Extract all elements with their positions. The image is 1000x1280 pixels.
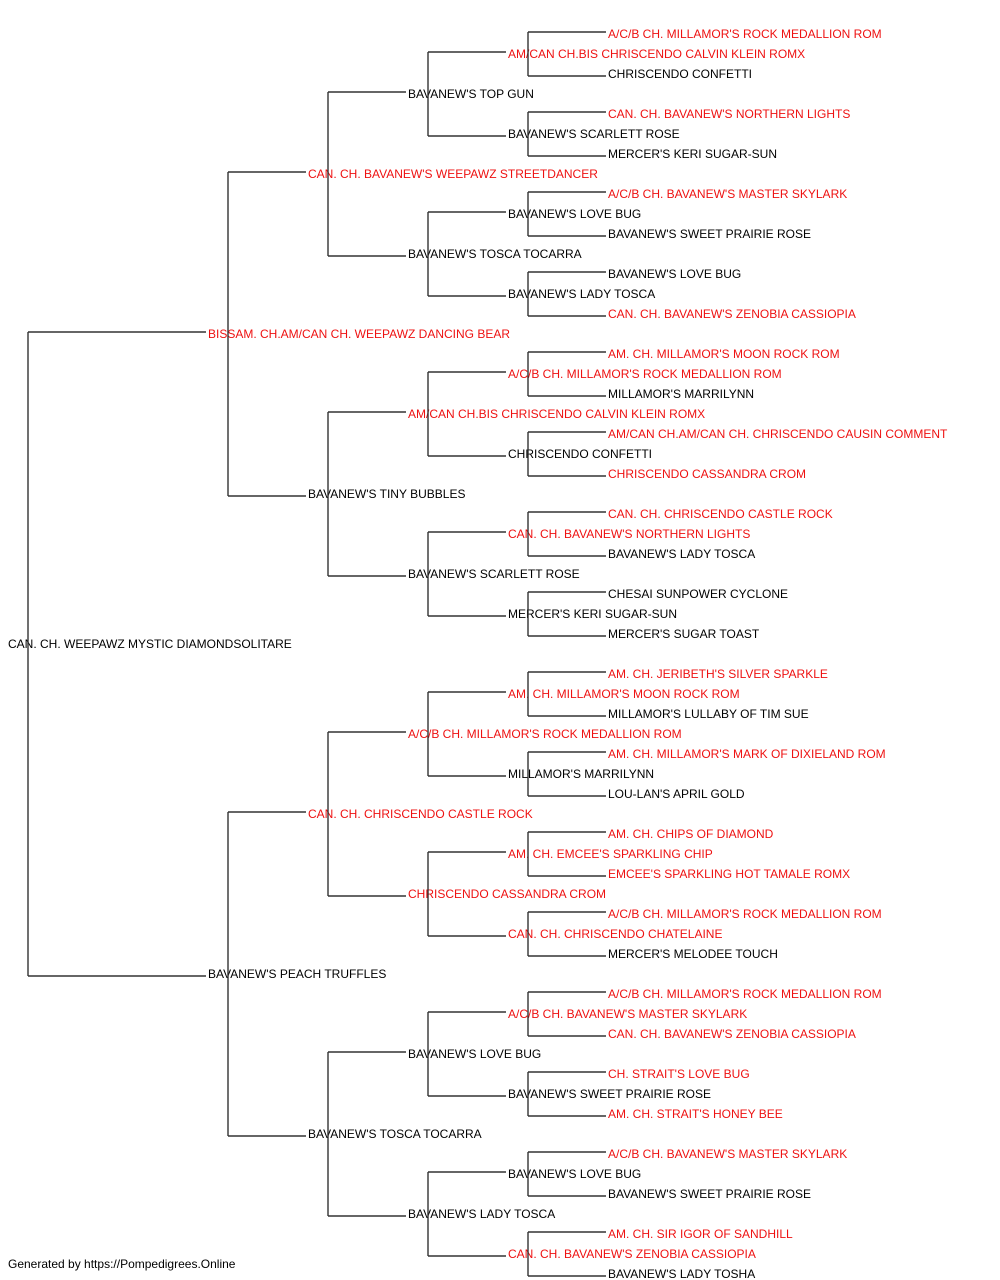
ancestor-gen4-sire[interactable]: AM. CH. EMCEE'S SPARKLING CHIP (508, 847, 713, 861)
ancestor-gen3-dam[interactable]: BAVANEW'S LADY TOSCA (408, 1207, 555, 1221)
ancestor-gen4-dam[interactable]: MERCER'S KERI SUGAR-SUN (508, 607, 677, 621)
ancestor-gen5-dam[interactable]: BAVANEW'S SWEET PRAIRIE ROSE (608, 1187, 811, 1201)
ancestor-gen5-dam[interactable]: CHRISCENDO CONFETTI (608, 67, 752, 81)
ancestor-gen3-sire[interactable]: AM/CAN CH.BIS CHRISCENDO CALVIN KLEIN RO… (408, 407, 705, 421)
ancestor-gen5-sire[interactable]: CH. STRAIT'S LOVE BUG (608, 1067, 750, 1081)
ancestor-gen5-dam[interactable]: BAVANEW'S LADY TOSCA (608, 547, 755, 561)
ancestor-gen5-dam[interactable]: MERCER'S MELODEE TOUCH (608, 947, 778, 961)
ancestor-gen5-dam[interactable]: BAVANEW'S LADY TOSHA (608, 1267, 755, 1280)
ancestor-gen4-sire[interactable]: AM/CAN CH.BIS CHRISCENDO CALVIN KLEIN RO… (508, 47, 805, 61)
ancestor-gen5-dam[interactable]: CHRISCENDO CASSANDRA CROM (608, 467, 806, 481)
ancestor-gen4-sire[interactable]: AM. CH. MILLAMOR'S MOON ROCK ROM (508, 687, 740, 701)
ancestor-gen3-dam[interactable]: CHRISCENDO CASSANDRA CROM (408, 887, 606, 901)
ancestor-gen4-sire[interactable]: A/C/B CH. MILLAMOR'S ROCK MEDALLION ROM (508, 367, 782, 381)
ancestor-gen5-sire[interactable]: AM. CH. MILLAMOR'S MARK OF DIXIELAND ROM (608, 747, 886, 761)
ancestor-gen2-dam[interactable]: BAVANEW'S TOSCA TOCARRA (308, 1127, 482, 1141)
ancestor-gen4-dam[interactable]: BAVANEW'S SWEET PRAIRIE ROSE (508, 1087, 711, 1101)
ancestor-gen4-sire[interactable]: BAVANEW'S LOVE BUG (508, 1167, 641, 1181)
ancestor-gen5-sire[interactable]: A/C/B CH. BAVANEW'S MASTER SKYLARK (608, 187, 847, 201)
ancestor-gen3-dam[interactable]: BAVANEW'S SCARLETT ROSE (408, 567, 580, 581)
ancestor-gen5-sire[interactable]: AM. CH. SIR IGOR OF SANDHILL (608, 1227, 793, 1241)
footer-credit: Generated by https://Pompedigrees.Online (8, 1257, 236, 1271)
ancestor-gen5-dam[interactable]: EMCEE'S SPARKLING HOT TAMALE ROMX (608, 867, 850, 881)
ancestor-gen5-sire[interactable]: A/C/B CH. MILLAMOR'S ROCK MEDALLION ROM (608, 27, 882, 41)
ancestor-gen5-dam[interactable]: MILLAMOR'S MARRILYNN (608, 387, 754, 401)
ancestor-gen4-dam[interactable]: BAVANEW'S SCARLETT ROSE (508, 127, 680, 141)
ancestor-gen5-dam[interactable]: MERCER'S SUGAR TOAST (608, 627, 760, 641)
ancestor-gen4-dam[interactable]: BAVANEW'S LADY TOSCA (508, 287, 655, 301)
ancestor-gen4-sire[interactable]: CAN. CH. BAVANEW'S NORTHERN LIGHTS (508, 527, 750, 541)
ancestor-gen5-sire[interactable]: A/C/B CH. MILLAMOR'S ROCK MEDALLION ROM (608, 907, 882, 921)
ancestor-gen4-dam[interactable]: MILLAMOR'S MARRILYNN (508, 767, 654, 781)
ancestor-gen5-sire[interactable]: A/C/B CH. BAVANEW'S MASTER SKYLARK (608, 1147, 847, 1161)
ancestor-gen5-sire[interactable]: CAN. CH. BAVANEW'S NORTHERN LIGHTS (608, 107, 850, 121)
ancestor-gen5-dam[interactable]: LOU-LAN'S APRIL GOLD (608, 787, 745, 801)
ancestor-gen1-dam[interactable]: BAVANEW'S PEACH TRUFFLES (208, 967, 386, 981)
ancestor-gen4-sire[interactable]: A/C/B CH. BAVANEW'S MASTER SKYLARK (508, 1007, 747, 1021)
ancestor-gen5-sire[interactable]: CHESAI SUNPOWER CYCLONE (608, 587, 788, 601)
ancestor-gen2-dam[interactable]: BAVANEW'S TINY BUBBLES (308, 487, 465, 501)
ancestor-gen5-sire[interactable]: AM. CH. CHIPS OF DIAMOND (608, 827, 774, 841)
ancestor-gen5-dam[interactable]: MERCER'S KERI SUGAR-SUN (608, 147, 777, 161)
ancestor-gen2-sire[interactable]: CAN. CH. BAVANEW'S WEEPAWZ STREETDANCER (308, 167, 598, 181)
ancestor-gen3-sire[interactable]: BAVANEW'S LOVE BUG (408, 1047, 541, 1061)
ancestor-gen5-sire[interactable]: CAN. CH. CHRISCENDO CASTLE ROCK (608, 507, 833, 521)
ancestor-gen2-sire[interactable]: CAN. CH. CHRISCENDO CASTLE ROCK (308, 807, 533, 821)
ancestor-gen5-dam[interactable]: MILLAMOR'S LULLABY OF TIM SUE (608, 707, 809, 721)
ancestor-gen5-sire[interactable]: AM/CAN CH.AM/CAN CH. CHRISCENDO CAUSIN C… (608, 427, 948, 441)
ancestor-gen5-sire[interactable]: BAVANEW'S LOVE BUG (608, 267, 741, 281)
ancestor-gen1-sire[interactable]: BISSAM. CH.AM/CAN CH. WEEPAWZ DANCING BE… (208, 327, 510, 341)
subject-dog-name[interactable]: CAN. CH. WEEPAWZ MYSTIC DIAMONDSOLITARE (8, 637, 292, 651)
ancestor-gen5-dam[interactable]: CAN. CH. BAVANEW'S ZENOBIA CASSIOPIA (608, 307, 856, 321)
ancestor-gen3-sire[interactable]: A/C/B CH. MILLAMOR'S ROCK MEDALLION ROM (408, 727, 682, 741)
ancestor-gen3-sire[interactable]: BAVANEW'S TOP GUN (408, 87, 534, 101)
ancestor-gen5-sire[interactable]: AM. CH. MILLAMOR'S MOON ROCK ROM (608, 347, 840, 361)
ancestor-gen5-dam[interactable]: AM. CH. STRAIT'S HONEY BEE (608, 1107, 783, 1121)
ancestor-gen5-sire[interactable]: AM. CH. JERIBETH'S SILVER SPARKLE (608, 667, 828, 681)
ancestor-gen4-dam[interactable]: CHRISCENDO CONFETTI (508, 447, 652, 461)
ancestor-gen5-dam[interactable]: BAVANEW'S SWEET PRAIRIE ROSE (608, 227, 811, 241)
ancestor-gen4-dam[interactable]: CAN. CH. CHRISCENDO CHATELAINE (508, 927, 722, 941)
ancestor-gen5-sire[interactable]: A/C/B CH. MILLAMOR'S ROCK MEDALLION ROM (608, 987, 882, 1001)
ancestor-gen5-dam[interactable]: CAN. CH. BAVANEW'S ZENOBIA CASSIOPIA (608, 1027, 856, 1041)
ancestor-gen4-dam[interactable]: CAN. CH. BAVANEW'S ZENOBIA CASSIOPIA (508, 1247, 756, 1261)
ancestor-gen3-dam[interactable]: BAVANEW'S TOSCA TOCARRA (408, 247, 582, 261)
ancestor-gen4-sire[interactable]: BAVANEW'S LOVE BUG (508, 207, 641, 221)
